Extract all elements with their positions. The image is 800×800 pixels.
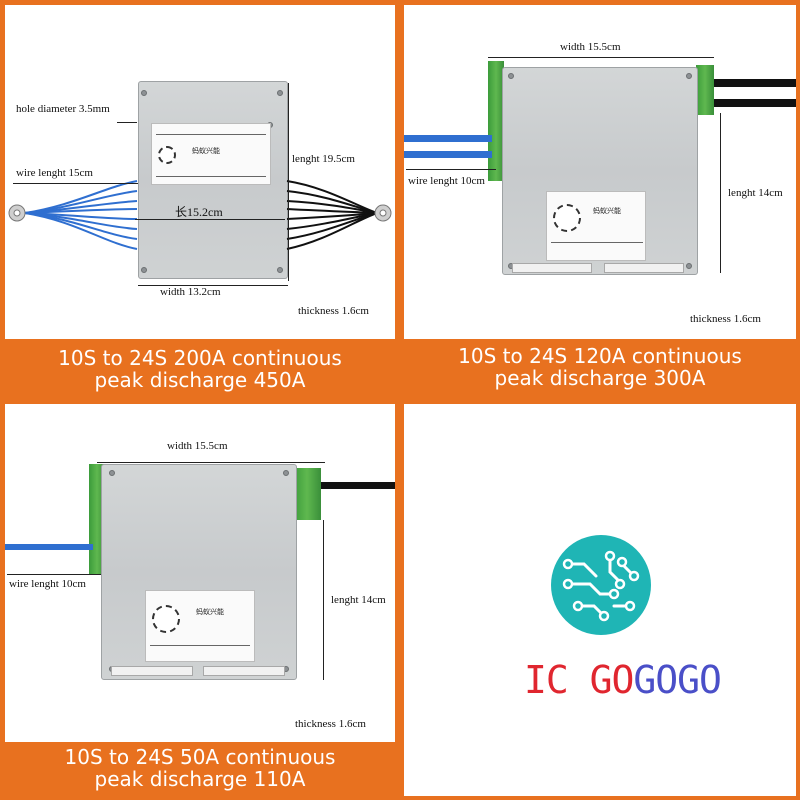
spec-banner-120a: 10S to 24S 120A continuous peak discharg… xyxy=(404,343,796,393)
blue-wire xyxy=(404,151,492,158)
length-label: lenght 19.5cm xyxy=(292,153,355,165)
rotary-dial xyxy=(158,146,176,164)
balance-connector xyxy=(604,263,684,273)
black-wire-bundle xyxy=(286,180,392,250)
width-label: width 15.5cm xyxy=(167,440,228,452)
length-dimension-line xyxy=(323,520,324,680)
screw xyxy=(141,90,147,96)
circuit-chip-icon xyxy=(551,535,651,635)
thickness-label: thickness 1.6cm xyxy=(295,718,366,730)
blue-wire-bundle xyxy=(8,180,138,250)
length-dimension-line xyxy=(720,113,721,273)
width-dimension-line xyxy=(97,462,325,463)
spec-banner-200a: 10S to 24S 200A continuous peak discharg… xyxy=(5,343,395,393)
spec-line-continuous: 10S to 24S 200A continuous xyxy=(58,346,342,370)
thickness-label: thickness 1.6cm xyxy=(690,313,761,325)
brand-name: IC GOGOGO xyxy=(524,658,722,702)
screw xyxy=(283,470,289,476)
hole-arrow xyxy=(117,122,137,123)
length-label: lenght 14cm xyxy=(331,594,386,606)
spec-banner-50a: 10S to 24S 50A continuous peak discharge… xyxy=(5,744,395,796)
product-label: 蚂蚁兴能 xyxy=(151,123,271,185)
width-label: width 15.5cm xyxy=(560,41,621,53)
balance-connector xyxy=(512,263,592,273)
product-label: 蚂蚁兴能 xyxy=(546,191,646,261)
product-panel-50a: 蚂蚁兴能 width 15.5cm wire lenght 10cm lengh… xyxy=(5,404,395,742)
screw xyxy=(277,267,283,273)
screw xyxy=(686,263,692,269)
spec-line-continuous: 10S to 24S 50A continuous xyxy=(64,745,336,769)
wire-length-line xyxy=(7,574,101,575)
wire-length-label: wire lenght 10cm xyxy=(408,175,485,187)
black-wire xyxy=(321,482,395,489)
brand-name-blue: GOGO xyxy=(633,658,722,702)
product-label: 蚂蚁兴能 xyxy=(145,590,255,662)
blue-wire xyxy=(5,544,93,550)
logo-panel: IC GOGOGO xyxy=(404,404,796,796)
green-pcb xyxy=(293,468,321,520)
blue-wire xyxy=(404,135,492,142)
green-pcb xyxy=(488,61,504,181)
spec-line-peak: peak discharge 110A xyxy=(94,767,306,791)
label-text: 蚂蚁兴能 xyxy=(196,608,224,616)
balance-connector xyxy=(203,666,285,676)
wire-length-line xyxy=(406,169,496,170)
black-wire xyxy=(714,99,796,107)
screw xyxy=(686,73,692,79)
spec-line-continuous: 10S to 24S 120A continuous xyxy=(458,344,742,368)
screw xyxy=(141,267,147,273)
length-dimension-line xyxy=(288,83,289,281)
wire-length-label: wire lenght 15cm xyxy=(16,167,93,179)
thickness-label: thickness 1.6cm xyxy=(298,305,369,317)
screw xyxy=(277,90,283,96)
green-pcb xyxy=(696,65,714,115)
spec-line-peak: peak discharge 450A xyxy=(94,368,306,392)
width-dimension-line xyxy=(488,57,714,58)
black-wire xyxy=(714,79,796,87)
rotary-dial xyxy=(553,204,581,232)
screw xyxy=(508,73,514,79)
hole-diameter-label: hole diameter 3.5mm xyxy=(16,103,110,115)
wire-length-label: wire lenght 10cm xyxy=(9,578,86,590)
balance-connector xyxy=(111,666,193,676)
inner-width-label: 长15.2cm xyxy=(175,205,223,219)
width-dimension-line xyxy=(138,285,288,286)
spec-line-peak: peak discharge 300A xyxy=(494,366,706,390)
label-text: 蚂蚁兴能 xyxy=(192,147,220,155)
width-label: width 13.2cm xyxy=(160,286,221,298)
product-panel-120a: 蚂蚁兴能 width 15.5cm wire lenght 10cm lengh… xyxy=(404,5,796,339)
inner-width-line xyxy=(135,219,285,220)
product-panel-200a: 蚂蚁兴能 xyxy=(5,5,395,339)
length-label: lenght 14cm xyxy=(728,187,783,199)
screw xyxy=(109,470,115,476)
wire-length-line xyxy=(13,183,138,184)
rotary-dial xyxy=(152,605,180,633)
label-text: 蚂蚁兴能 xyxy=(593,207,621,215)
brand-name-red: IC GO xyxy=(524,658,634,702)
